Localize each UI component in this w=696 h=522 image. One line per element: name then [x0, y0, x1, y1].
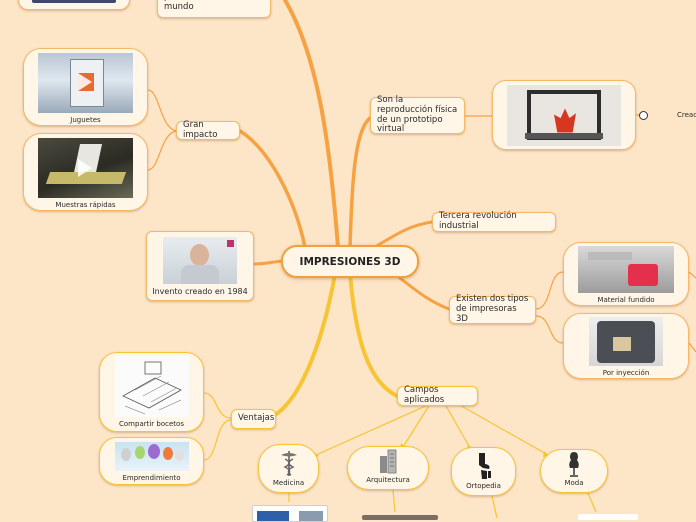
topic-reproduccion-label: Son la reproducción física de un prototi… — [377, 94, 458, 135]
image-por-inyeccion — [589, 317, 663, 366]
card-emprendimiento-caption: Emprendimiento — [122, 474, 181, 482]
card-por-inyeccion[interactable]: Por inyección — [563, 313, 689, 379]
topic-cada-objeto[interactable]: Cada objeto creado podría cambiar el mun… — [157, 0, 271, 18]
topic-campos-aplicados[interactable]: Campos aplicados — [397, 385, 478, 406]
image-material-fundido — [578, 246, 674, 293]
image-emprendimiento-lightbulbs — [114, 442, 189, 471]
dress-form-icon — [569, 451, 579, 477]
image-arquitectura-cut — [362, 515, 438, 520]
card-muestras-rapidas[interactable]: Muestras rápidas — [23, 133, 148, 211]
field-moda-label: Moda — [564, 478, 584, 487]
topic-gran-impacto[interactable]: Gran impacto — [176, 119, 240, 140]
branch-campos — [348, 272, 399, 398]
branch-reproduccion — [348, 116, 372, 249]
image-medicina-cut — [252, 505, 328, 522]
image-impresora-3d — [507, 84, 621, 146]
field-medicina[interactable]: Medicina — [258, 444, 319, 493]
branch-ventajas — [273, 272, 337, 417]
topic-gran-impacto-label: Gran impacto — [183, 119, 218, 140]
topic-ventajas[interactable]: Ventajas — [231, 409, 276, 429]
topic-creacion-label: Creaci — [677, 111, 696, 120]
image-moda-cut — [578, 514, 638, 520]
central-topic[interactable]: IMPRESIONES 3D — [281, 245, 419, 278]
topic-cada-objeto-label: Cada objeto creado podría cambiar el mun… — [164, 0, 239, 13]
buildings-icon — [380, 449, 397, 474]
play-icon[interactable] — [78, 73, 92, 91]
card-juguetes-caption: Juguetes — [70, 116, 101, 124]
card-compartir-bocetos[interactable]: Compartir bocetos — [99, 352, 204, 432]
topic-tipos-impresoras[interactable]: Existen dos tipos de impresoras 3D — [449, 294, 536, 324]
topic-tipos-impresoras-label: Existen dos tipos de impresoras 3D — [456, 294, 529, 324]
topic-tercera-revolucion[interactable]: Tercera revolución industrial — [432, 211, 556, 232]
branch-tercera — [373, 220, 434, 249]
branch-gran-impacto — [238, 129, 307, 249]
topic-tercera-revolucion-label: Tercera revolución industrial — [439, 211, 517, 231]
image-impresora-juguetes — [38, 53, 133, 113]
card-top-left-cut[interactable] — [18, 0, 130, 10]
card-material-fundido-caption: Material fundido — [597, 296, 655, 304]
card-invento-caption: Invento creado en 1984 — [152, 287, 248, 296]
card-impresora-3d[interactable] — [492, 80, 636, 150]
field-medicina-label: Medicina — [272, 478, 305, 487]
image-muestras-rapidas — [38, 138, 133, 198]
topic-creacion-cut[interactable]: Creaci — [674, 108, 696, 123]
image-bocetos-sketch — [114, 356, 189, 417]
knee-bone-icon — [478, 452, 491, 479]
field-arquitectura-label: Arquitectura — [366, 475, 410, 484]
field-moda[interactable]: Moda — [540, 449, 608, 493]
card-compartir-bocetos-caption: Compartir bocetos — [119, 420, 184, 428]
caduceus-icon — [280, 450, 297, 476]
image-top-left-cut — [32, 0, 116, 3]
card-por-inyeccion-caption: Por inyección — [602, 369, 650, 377]
card-muestras-rapidas-caption: Muestras rápidas — [55, 201, 116, 209]
field-arquitectura[interactable]: Arquitectura — [347, 446, 429, 490]
branch-top — [283, 0, 340, 249]
topic-ventajas-label: Ventajas — [238, 413, 275, 424]
topic-campos-aplicados-label: Campos aplicados — [404, 385, 445, 405]
card-material-fundido[interactable]: Material fundido — [563, 242, 689, 306]
branch-invento — [252, 259, 285, 266]
globe-icon[interactable] — [639, 111, 648, 120]
field-ortopedia-label: Ortopedia — [466, 481, 501, 490]
card-juguetes[interactable]: Juguetes — [23, 48, 148, 126]
play-icon[interactable] — [78, 159, 92, 177]
topic-reproduccion[interactable]: Son la reproducción física de un prototi… — [370, 94, 465, 135]
card-emprendimiento[interactable]: Emprendimiento — [99, 437, 204, 485]
card-invento[interactable]: Invento creado en 1984 — [146, 231, 254, 301]
field-ortopedia[interactable]: Ortopedia — [451, 447, 516, 496]
image-inventor-portrait — [163, 237, 237, 284]
